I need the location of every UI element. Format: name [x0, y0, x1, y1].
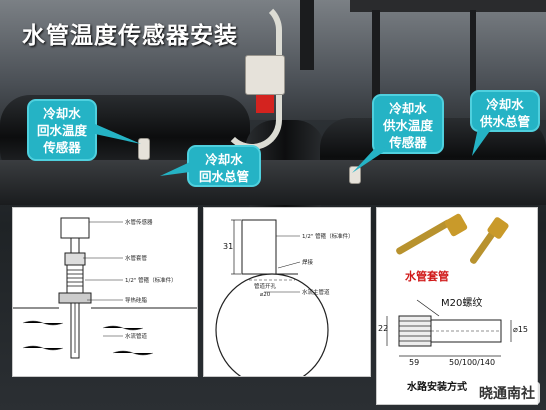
label-sensor: 水管传感器 [125, 220, 153, 226]
thread-label: M20螺纹 [441, 298, 483, 309]
callout-supply-main: 冷却水 供水总管 [470, 90, 540, 132]
panel-sensor-drawing: 水管传感器 水管套管 1/2" 管箍（标准件） 导热硅脂 水流管道 [12, 207, 198, 377]
label-weld: 焊接 [302, 260, 314, 266]
watermark: 晓通南社 [474, 382, 540, 404]
lower-pipe [0, 160, 546, 205]
label-fitting-std: 1/2" 管箍（标准件） [302, 234, 354, 240]
support-rod [470, 10, 476, 100]
callout-supply-sensor: 冷却水 供水温度 传感器 [372, 94, 444, 154]
install-footer: 水路安装方式 [407, 382, 467, 393]
dim-31: 31 [223, 242, 234, 251]
callout-pointer [472, 128, 492, 156]
label-fitting: 1/2" 管箍（标准件） [125, 278, 177, 284]
page-title: 水管温度传感器安装 [22, 23, 238, 49]
label-sleeve: 水管套管 [125, 256, 148, 262]
pipe-drawing [215, 219, 329, 376]
label-dia20: ⌀20 [260, 292, 271, 298]
label-pipe: 水流管道 [125, 334, 148, 340]
supply-sensor [349, 166, 361, 184]
ceiling-bracket [300, 0, 314, 70]
panel-sleeve: 水管套管 M20螺纹 22 ⌀15 59 50/100/140 水路安装方式 [376, 207, 538, 405]
dim-22: 22 [378, 324, 389, 333]
label-grease: 导热硅脂 [125, 298, 148, 304]
dim-59: 59 [409, 358, 420, 367]
label-hole: 管道开孔 [254, 284, 277, 290]
sleeve-drawing [386, 213, 512, 357]
dim-15: ⌀15 [513, 325, 528, 334]
junction-box [245, 55, 285, 95]
callout-return-sensor: 冷却水 回水温度 传感器 [27, 99, 97, 161]
ceiling-beam [350, 0, 546, 12]
sleeve-caption: 水管套管 [405, 270, 449, 283]
dim-length: 50/100/140 [449, 358, 496, 367]
callout-pointer [95, 124, 141, 144]
red-band [256, 95, 274, 113]
callout-pointer [160, 162, 190, 176]
callout-return-main: 冷却水 回水总管 [187, 145, 261, 187]
support-rod [372, 10, 380, 110]
label-main-pipe: 水流主管道 [302, 290, 330, 296]
panel-pipe-drawing: 31 1/2" 管箍（标准件） 焊接 管道开孔 ⌀20 水流主管道 [203, 207, 371, 377]
return-sensor [138, 138, 150, 160]
callout-pointer [352, 145, 388, 173]
sensor-drawing [13, 217, 197, 359]
